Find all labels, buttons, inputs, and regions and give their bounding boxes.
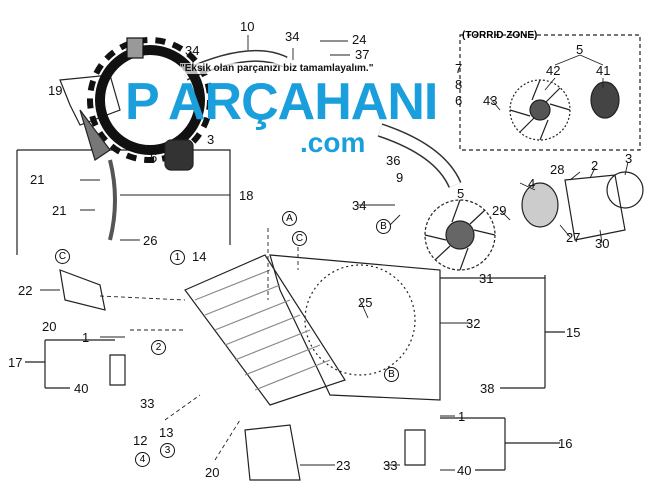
torrid-zone-box <box>459 34 641 151</box>
logo-brand-p: P <box>125 73 160 131</box>
group-box-18 <box>16 149 231 255</box>
circled-callout: C <box>292 231 307 246</box>
callout: 40 <box>457 463 472 478</box>
bracket-16 <box>404 429 426 466</box>
torrid-zone-title: (TORRID ZONE) <box>462 30 538 41</box>
callout: 28 <box>550 162 565 177</box>
callout: 27 <box>566 230 581 245</box>
callout: 31 <box>479 271 494 286</box>
callout: 34 <box>185 43 200 58</box>
bracket-17 <box>109 354 126 386</box>
callout: 33 <box>383 458 398 473</box>
callout: 8 <box>455 77 463 92</box>
callout: 10 <box>240 19 255 34</box>
callout: 43 <box>483 93 498 108</box>
pulley-4 <box>521 182 559 228</box>
callout: 32 <box>466 316 481 331</box>
bracket-22 <box>59 269 106 311</box>
callout: 34 <box>352 198 367 213</box>
callout: 13 <box>159 425 174 440</box>
callout: 37 <box>355 47 370 62</box>
callout: 24 <box>352 32 367 47</box>
fan-5 <box>424 199 496 271</box>
circled-callout: 3 <box>160 443 175 458</box>
callout: 30 <box>595 236 610 251</box>
callout: 12 <box>133 433 148 448</box>
callout: 2 <box>591 158 599 173</box>
callout: 38 <box>480 381 495 396</box>
circled-callout: A <box>282 211 297 226</box>
logo-gear-icon <box>79 37 213 171</box>
water-pump-2 <box>564 174 626 241</box>
leader-17 <box>25 339 115 389</box>
callout: 16 <box>558 436 573 451</box>
bracket-23 <box>244 424 301 481</box>
logo-domain: .com <box>300 127 366 158</box>
callout: 17 <box>8 355 23 370</box>
callout: 23 <box>336 458 351 473</box>
callout: 1 <box>458 409 466 424</box>
callout: 3 <box>625 151 633 166</box>
callout: 19 <box>48 83 63 98</box>
circled-callout: 2 <box>151 340 166 355</box>
callout: 36 <box>386 153 401 168</box>
callout: 9 <box>396 170 404 185</box>
callout: 21 <box>52 203 67 218</box>
circled-callout: B <box>384 367 399 382</box>
callout: 18 <box>239 188 254 203</box>
callout: 21 <box>30 172 45 187</box>
callout: 20 <box>205 465 220 480</box>
callout: 22 <box>18 283 33 298</box>
callout: 29 <box>492 203 507 218</box>
radiator-2 <box>184 254 346 406</box>
callout: 5 <box>457 186 465 201</box>
callout: 15 <box>566 325 581 340</box>
callout: 7 <box>455 61 463 76</box>
callout: 4 <box>528 176 536 191</box>
circled-callout: C <box>55 249 70 264</box>
callout: 1 <box>82 330 90 345</box>
fan-shroud-15 <box>269 254 441 401</box>
logo-brand-name: ARÇAHANI <box>168 73 438 131</box>
callout: 6 <box>455 93 463 108</box>
leader-16 <box>440 417 560 471</box>
gasket-3 <box>606 171 644 209</box>
callout: 14 <box>192 249 207 264</box>
circled-callout: 4 <box>135 452 150 467</box>
circled-callout: 1 <box>170 250 185 265</box>
callout: 33 <box>140 396 155 411</box>
callout: 41 <box>596 63 611 78</box>
callout: 20 <box>42 319 57 334</box>
callout: 42 <box>546 63 561 78</box>
logo-slogan: "Eksik olan parçanızı biz tamamlayalım." <box>180 63 374 74</box>
callout: 25 <box>358 295 373 310</box>
hose-26 <box>108 159 117 241</box>
callout: 3 <box>207 132 215 147</box>
callout: 5 <box>576 42 584 57</box>
torrid-clutch <box>590 81 620 119</box>
circled-callout: B <box>376 219 391 234</box>
leader-15 <box>440 275 565 389</box>
callout: 40 <box>74 381 89 396</box>
callout: 26 <box>143 233 158 248</box>
callout: 34 <box>285 29 300 44</box>
callout: 6 <box>150 150 158 165</box>
torrid-fan <box>509 79 571 141</box>
